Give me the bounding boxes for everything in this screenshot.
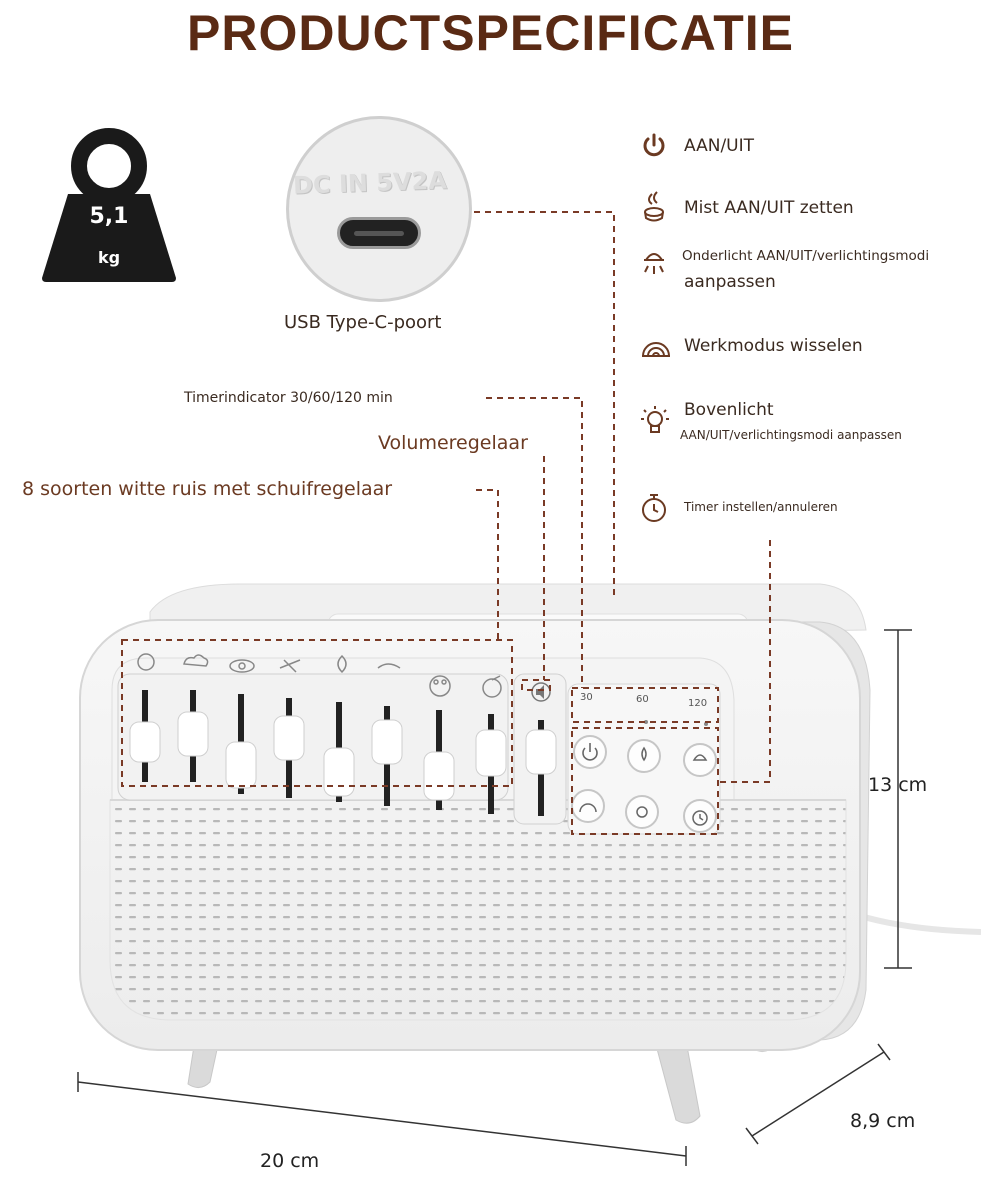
page-title: PRODUCTSPECIFICATIE	[187, 5, 794, 61]
sound-icons	[137, 653, 502, 698]
mist-icon	[644, 191, 664, 222]
timer-scale-120: 120	[688, 698, 708, 709]
feature-label: Timer instellen/annuleren	[684, 500, 838, 514]
weight-value: 5,1	[89, 204, 129, 229]
port-label: USB Type-C-poort	[284, 312, 442, 333]
volume-label: Volumeregelaar	[378, 432, 528, 454]
width-dimension	[77, 1081, 687, 1157]
weight-badge: 5,1 kg	[36, 126, 182, 286]
timer-indicator-label: Timerindicator 30/60/120 min	[184, 390, 393, 406]
timer-scale-30: 30	[580, 692, 593, 703]
underlight-icon	[644, 253, 664, 274]
usb-c-port-icon	[337, 217, 421, 249]
mode-icon	[642, 342, 670, 357]
feature-label: AAN/UIT	[684, 136, 755, 156]
feature-label: Bovenlicht	[684, 400, 774, 420]
feature-label: Onderlicht AAN/UIT/verlichtingsmodi	[682, 248, 930, 264]
feature-label: Werkmodus wisselen	[684, 336, 863, 356]
feature-label-line2: AAN/UIT/verlichtingsmodi aanpassen	[680, 428, 902, 442]
width-label: 20 cm	[260, 1150, 320, 1172]
toplight-icon	[641, 406, 669, 433]
weight-icon	[42, 128, 176, 282]
btn-mode	[571, 789, 605, 823]
volume-callout-box	[521, 679, 551, 691]
port-closeup: DC IN 5V2A	[286, 116, 472, 302]
white-noise-sliders	[129, 690, 507, 814]
btn-mist	[627, 739, 661, 773]
depth-dimension	[751, 1051, 885, 1137]
power-icon	[643, 133, 665, 157]
port-leader	[474, 211, 615, 596]
height-label: 13 cm	[868, 774, 928, 796]
buttons-leader	[718, 540, 771, 783]
device-leg-right	[651, 1029, 701, 1124]
feature-label-line2: aanpassen	[684, 272, 776, 292]
depth-label: 8,9 cm	[850, 1110, 916, 1132]
speaker-grille	[109, 799, 847, 1021]
volume-slider	[525, 682, 557, 816]
feature-label: Mist AAN/UIT zetten	[684, 198, 854, 218]
btn-toplight	[625, 795, 659, 829]
buttons-callout-box	[571, 727, 719, 835]
white-noise-callout-box	[121, 639, 513, 787]
white-noise-leader	[476, 489, 499, 640]
slider-panel	[117, 673, 509, 801]
timer-icon	[642, 494, 666, 522]
timer-leader	[486, 397, 583, 688]
white-noise-label: 8 soorten witte ruis met schuifregelaar	[22, 478, 393, 500]
control-buttons	[571, 735, 717, 833]
weight-unit: kg	[97, 248, 121, 267]
timer-scale-60: 60	[636, 694, 649, 705]
power-cable	[847, 909, 981, 935]
timer-callout-box	[571, 687, 719, 723]
